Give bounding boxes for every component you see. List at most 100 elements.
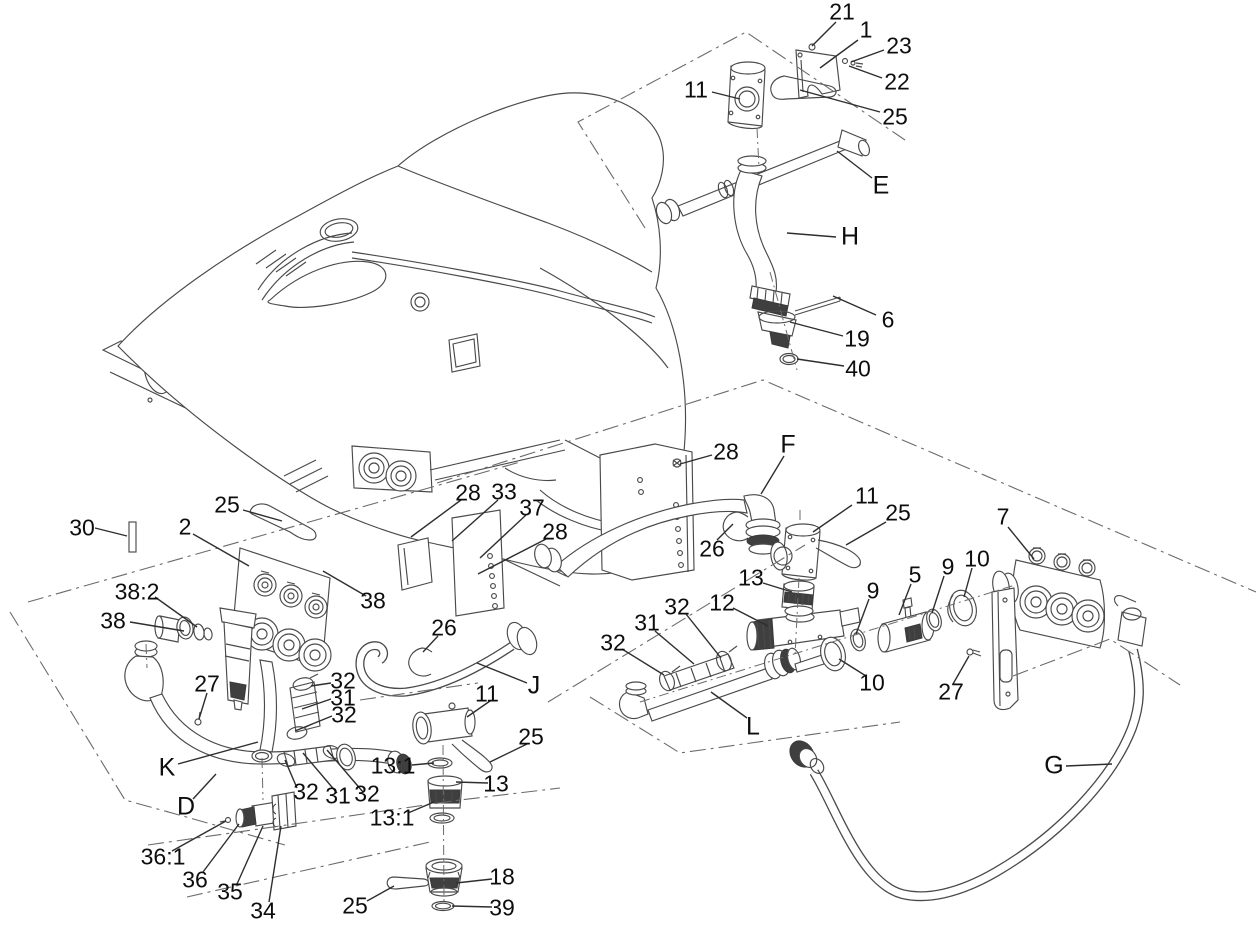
part-callout-40: 40 <box>845 355 871 382</box>
part-callout-25: 25 <box>518 723 544 750</box>
leader-line <box>819 39 859 69</box>
part-callout-25: 25 <box>882 103 908 130</box>
leader-line <box>679 454 713 465</box>
leader-line <box>762 582 793 593</box>
part-callout-5: 5 <box>908 561 922 588</box>
leader-line <box>310 682 332 687</box>
leader-line <box>242 509 283 522</box>
part-callout-K: K <box>158 753 176 782</box>
part-callout-7: 7 <box>996 503 1010 530</box>
part-callout-32: 32 <box>600 629 626 656</box>
part-callout-27: 27 <box>194 670 220 697</box>
leader-line <box>812 504 853 533</box>
phantom-boundary-line <box>186 841 431 898</box>
centerline-axis <box>794 577 800 657</box>
pump-assembly-right <box>789 547 1147 902</box>
leader-line <box>760 455 785 495</box>
leader-line <box>1065 763 1113 767</box>
part-callout-10: 10 <box>964 545 990 572</box>
leader-line <box>832 295 877 316</box>
part-callout-J: J <box>527 671 541 700</box>
leader-line <box>931 575 945 614</box>
part-callout-11: 11 <box>475 680 499 707</box>
phantom-boundary-line <box>27 461 521 603</box>
centerline-axis <box>769 271 798 371</box>
part-callout-38-2: 38:2 <box>114 578 160 605</box>
centerline-axis <box>442 744 445 903</box>
leader-line <box>489 743 528 763</box>
part-callout-35: 35 <box>217 878 243 905</box>
part-callout-H: H <box>840 222 860 251</box>
leader-line <box>477 537 549 575</box>
part-callout-13: 13 <box>483 770 509 797</box>
phantom-boundary-line <box>359 682 479 701</box>
centerline-axis <box>639 584 1016 703</box>
leader-line <box>455 781 489 784</box>
leader-line <box>455 878 493 884</box>
part-callout-22: 22 <box>884 68 910 95</box>
leader-line <box>302 752 338 794</box>
leader-line <box>410 499 462 538</box>
centerline-axis <box>261 757 264 801</box>
leader-line <box>796 358 845 367</box>
leader-line <box>284 759 298 789</box>
leader-line <box>836 150 873 179</box>
part-callout-13-1: 13:1 <box>369 804 415 831</box>
leader-line <box>407 801 435 814</box>
pump-assembly-left <box>124 503 412 831</box>
leader-line <box>1007 526 1035 560</box>
leader-line <box>451 905 493 908</box>
leader-line <box>411 762 435 766</box>
part-callout-2: 2 <box>178 513 192 540</box>
leader-line <box>451 499 499 542</box>
leader-line <box>898 583 912 616</box>
leader-line <box>710 691 748 719</box>
part-callout-28: 28 <box>542 518 568 545</box>
part-callout-21: 21 <box>829 0 855 25</box>
leader-line <box>171 820 227 852</box>
tank-valve-assembly <box>534 458 861 651</box>
part-callout-25: 25 <box>214 491 240 518</box>
part-callout-18: 18 <box>489 863 515 890</box>
phantom-boundary-line <box>577 31 906 229</box>
phantom-boundary-line <box>436 379 1257 593</box>
phantom-boundary-line <box>9 611 286 846</box>
leader-line <box>855 598 870 635</box>
phantom-boundary-line <box>147 787 561 846</box>
part-callout-26: 26 <box>431 614 457 641</box>
part-callout-E: E <box>872 171 890 200</box>
part-callout-36-1: 36:1 <box>140 843 186 870</box>
centerline-axis <box>145 643 148 669</box>
leader-line <box>322 570 367 597</box>
part-callout-F: F <box>780 430 796 459</box>
leader-line <box>192 533 250 567</box>
phantom-boundary-line <box>547 544 806 703</box>
part-callout-25: 25 <box>342 892 368 919</box>
part-callout-32: 32 <box>331 701 357 728</box>
part-callout-31: 31 <box>325 782 351 809</box>
part-callout-G: G <box>1044 751 1064 780</box>
part-callout-32: 32 <box>330 667 356 694</box>
part-callout-30: 30 <box>69 514 95 541</box>
leader-line <box>621 648 665 676</box>
part-callout-11: 11 <box>684 76 708 103</box>
leader-line <box>177 741 259 765</box>
leader-line <box>952 655 970 685</box>
part-callout-32: 32 <box>664 593 690 620</box>
part-callout-34: 34 <box>250 897 276 924</box>
leader-line <box>129 621 185 632</box>
part-callout-32: 32 <box>354 780 380 807</box>
leader-line <box>845 521 887 546</box>
part-callout-1: 1 <box>859 16 873 43</box>
leader-line <box>294 715 333 732</box>
part-callout-11: 11 <box>855 482 879 509</box>
part-callout-32: 32 <box>293 778 319 805</box>
leader-line <box>786 232 837 238</box>
leader-line <box>94 527 128 537</box>
phantom-boundary-line <box>589 696 901 754</box>
part-callout-23: 23 <box>886 32 912 59</box>
leader-line <box>963 567 973 598</box>
